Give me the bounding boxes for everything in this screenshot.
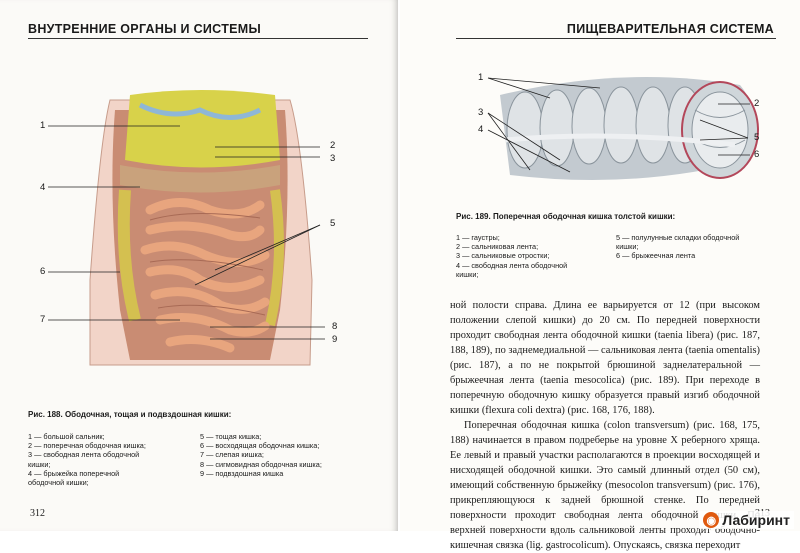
callout-3: 3 bbox=[478, 107, 484, 118]
legend-item: 2 — поперечная ободочная кишка; bbox=[28, 441, 146, 451]
figure-189-caption: Рис. 189. Поперечная ободочная кишка тол… bbox=[456, 212, 676, 221]
right-running-header: ПИЩЕВАРИТЕЛЬНАЯ СИСТЕМА bbox=[566, 22, 774, 36]
legend-item: 8 — сигмовидная ободочная кишка; bbox=[200, 459, 322, 469]
callout-5: 5 bbox=[330, 218, 336, 229]
callout-3: 3 bbox=[330, 153, 336, 164]
figure-189-illustration bbox=[500, 77, 759, 180]
legend-item: 6 — брыжеечная лента bbox=[616, 251, 696, 261]
callout-1: 1 bbox=[478, 72, 484, 83]
callout-4: 4 bbox=[478, 124, 484, 135]
left-page: ВНУТРЕННИЕ ОРГАНЫ И СИСТЕМЫ bbox=[0, 0, 398, 531]
legend-item: 4 — брыжейка поперечной bbox=[28, 468, 120, 478]
legend-item: 2 — сальниковая лента; bbox=[456, 242, 539, 252]
body-paragraph: ной полости справа. Длина ее варьируется… bbox=[450, 300, 760, 416]
figure-188-illustration bbox=[80, 80, 320, 370]
figure-188-caption: Рис. 188. Ободочная, тощая и подвздошная… bbox=[28, 410, 232, 419]
figure-188-leaders bbox=[48, 125, 325, 340]
legend-item: ободочной кишки; bbox=[28, 478, 89, 488]
body-text: ной полости справа. Длина ее варьируется… bbox=[450, 298, 760, 553]
legend-item: 4 — свободная лента ободочной bbox=[456, 260, 568, 270]
callout-2: 2 bbox=[754, 98, 760, 109]
legend-item: 5 — полулунные складки ободочной bbox=[616, 233, 740, 242]
watermark: ◉ Лабиринт bbox=[699, 511, 794, 529]
labyrinth-logo-icon: ◉ bbox=[703, 512, 720, 528]
right-page: ПИЩЕВАРИТЕЛЬНАЯ СИСТЕМА 1 2 bbox=[400, 0, 800, 531]
header-rule bbox=[28, 38, 368, 39]
legend-item: 1 — большой сальник; bbox=[28, 432, 105, 441]
legend-item: кишки; bbox=[28, 459, 51, 469]
figure-188-legend-right: 5 — тощая кишка; 6 — восходящая ободочна… bbox=[200, 432, 322, 478]
callout-7: 7 bbox=[40, 314, 46, 325]
legend-item: 9 — подвздошная кишка bbox=[200, 468, 284, 478]
watermark-text: Лабиринт bbox=[722, 512, 790, 528]
legend-item: 5 — тощая кишка; bbox=[200, 432, 262, 441]
legend-item: кишки; bbox=[456, 269, 479, 279]
callout-1: 1 bbox=[40, 120, 46, 131]
legend-item: кишки; bbox=[616, 242, 639, 252]
body-paragraph: Поперечная ободочная кишка (colon transv… bbox=[450, 420, 760, 551]
header-rule bbox=[456, 38, 776, 39]
page-number-left: 312 bbox=[30, 508, 45, 519]
legend-item: 3 — свободная лента ободочной bbox=[28, 450, 140, 460]
legend-item: 7 — слепая кишка; bbox=[200, 450, 264, 460]
callout-6: 6 bbox=[754, 149, 760, 160]
callout-6: 6 bbox=[40, 266, 46, 277]
legend-item: 3 — сальниковые отростки; bbox=[456, 251, 550, 261]
legend-item: 1 — гаустры; bbox=[456, 233, 500, 242]
callout-4: 4 bbox=[40, 182, 46, 193]
callout-9: 9 bbox=[332, 334, 338, 345]
callout-8: 8 bbox=[332, 321, 338, 332]
figure-188-legend-left: 1 — большой сальник; 2 — поперечная обод… bbox=[28, 432, 146, 487]
figure-189-legend-left: 1 — гаустры; 2 — сальниковая лента; 3 — … bbox=[456, 233, 567, 279]
callout-2: 2 bbox=[330, 140, 336, 151]
figure-189-legend-right: 5 — полулунные складки ободочной кишки; … bbox=[616, 233, 739, 261]
figure-189-leaders bbox=[487, 77, 750, 173]
legend-item: 6 — восходящая ободочная кишка; bbox=[200, 441, 320, 451]
callout-5: 5 bbox=[754, 132, 760, 143]
left-running-header: ВНУТРЕННИЕ ОРГАНЫ И СИСТЕМЫ bbox=[28, 22, 262, 36]
